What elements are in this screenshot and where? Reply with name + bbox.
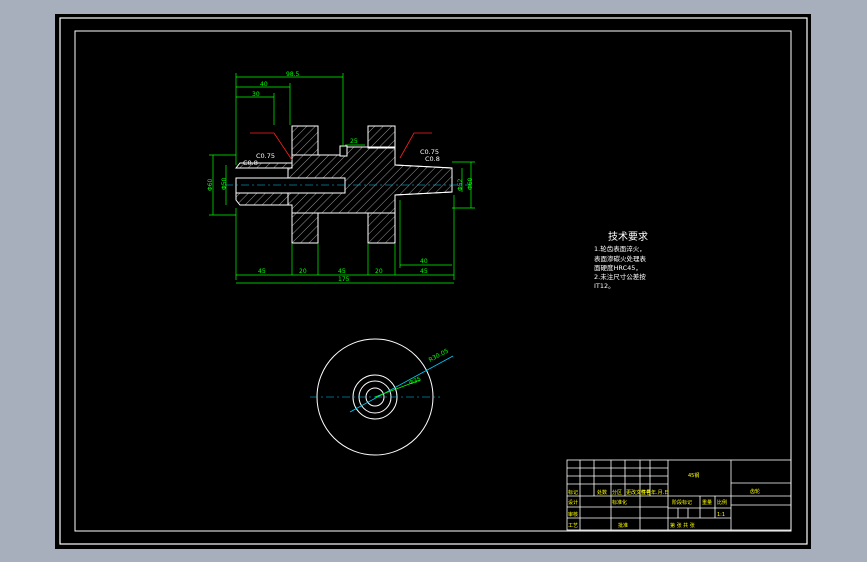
left-bore bbox=[235, 177, 346, 194]
dim-right-dia-outer: Φ60 bbox=[467, 177, 474, 190]
title-block bbox=[566, 459, 792, 531]
tb-row-review: 审核 bbox=[568, 511, 578, 518]
dim-top-sub1: 40 bbox=[260, 81, 268, 88]
chamfer-texts: C0.75 C0.8 C0.75 C0.8 bbox=[243, 148, 440, 167]
tooth-upper-left bbox=[291, 125, 319, 156]
dim-bottom-right-upper: 40 bbox=[420, 258, 428, 265]
chamfer-right-top: C0.75 bbox=[420, 148, 439, 156]
tb-role-0: 标记 bbox=[568, 489, 578, 496]
note-line-2: 表面渗碳火处理表 bbox=[594, 254, 647, 263]
dimensions-section bbox=[209, 73, 475, 284]
dim-left-dia-outer: Φ60 bbox=[207, 178, 214, 191]
paper-background bbox=[55, 14, 811, 549]
chamfer-left-bottom: C0.8 bbox=[243, 159, 258, 167]
dim-bottom-seg1: 45 bbox=[258, 268, 266, 275]
notes-title: 技术要求 bbox=[608, 230, 648, 243]
note-line-5: IT12。 bbox=[594, 282, 615, 290]
note-line-4: 2.未注尺寸公差按 bbox=[594, 272, 646, 281]
tooth-lower-left bbox=[291, 212, 319, 244]
dim-top-right-small: 25 bbox=[350, 138, 358, 145]
chamfer-leaders bbox=[250, 132, 432, 161]
tb-row-craft: 工艺 bbox=[568, 523, 578, 529]
keyway bbox=[339, 145, 348, 157]
tooth-upper-right bbox=[367, 125, 396, 149]
tooth-lower-right bbox=[367, 212, 396, 244]
tb-scale: 1:1 bbox=[717, 512, 725, 518]
tb-weight: 重量 bbox=[702, 499, 712, 506]
tb-stage: 阶段标记 bbox=[672, 499, 692, 506]
note-line-3: 面硬度HRC45， bbox=[594, 263, 642, 272]
tb-standard: 标准化 bbox=[612, 499, 627, 506]
note-line-1: 1.轮齿表面淬火， bbox=[594, 244, 646, 253]
dim-bottom-right: 45 bbox=[420, 268, 428, 275]
tb-role-1: 处数 bbox=[597, 489, 607, 496]
dim-bottom-seg2: 20 bbox=[299, 268, 307, 275]
dim-bottom-overall: 175 bbox=[338, 276, 350, 283]
tb-role-2: 分区 bbox=[612, 489, 622, 496]
title-block-texts: 45钢 齿轮 标记 处数 分区 更改文件号 签名 年.月.日 设计 标准化 审核… bbox=[568, 472, 760, 529]
dim-bottom-seg3: 45 bbox=[338, 268, 346, 275]
chamfer-left-top: C0.75 bbox=[256, 152, 275, 160]
tb-part-name: 齿轮 bbox=[750, 488, 760, 495]
right-shaft-outline bbox=[394, 164, 453, 196]
section-view bbox=[225, 125, 470, 244]
dim-circle-dia: Φ35 bbox=[408, 376, 422, 387]
tb-row-design: 设计 bbox=[568, 499, 578, 506]
tb-role-5: 年.月.日 bbox=[651, 489, 669, 496]
dim-bottom-seg4: 20 bbox=[375, 268, 383, 275]
radius-leader bbox=[349, 355, 454, 413]
tb-sheet-info: 第 张 共 张 bbox=[670, 522, 695, 529]
dim-top-overall: 98.5 bbox=[286, 71, 300, 78]
tb-approve: 批准 bbox=[618, 522, 628, 529]
radius-leader-2 bbox=[374, 379, 421, 398]
tb-role-4: 签名 bbox=[641, 489, 651, 496]
dim-top-sub2: 30 bbox=[252, 91, 260, 98]
tb-role-3: 更改文件号 bbox=[626, 489, 651, 496]
tb-ratio: 比例 bbox=[717, 499, 727, 506]
technical-notes: 技术要求 1.轮齿表面淬火， 表面渗碳火处理表 面硬度HRC45， 2.未注尺寸… bbox=[594, 230, 648, 290]
dimension-texts: 98.5 40 30 25 Φ60 Φ50 Φ60 Φ52 45 20 45 2… bbox=[207, 71, 474, 283]
tb-material: 45钢 bbox=[688, 472, 699, 479]
outer-border bbox=[59, 17, 808, 545]
inner-frame bbox=[74, 30, 792, 532]
chamfer-right-bottom: C0.8 bbox=[425, 155, 440, 163]
dim-left-dia-inner: Φ50 bbox=[221, 177, 228, 190]
dim-right-dia-inner: Φ52 bbox=[457, 178, 464, 191]
